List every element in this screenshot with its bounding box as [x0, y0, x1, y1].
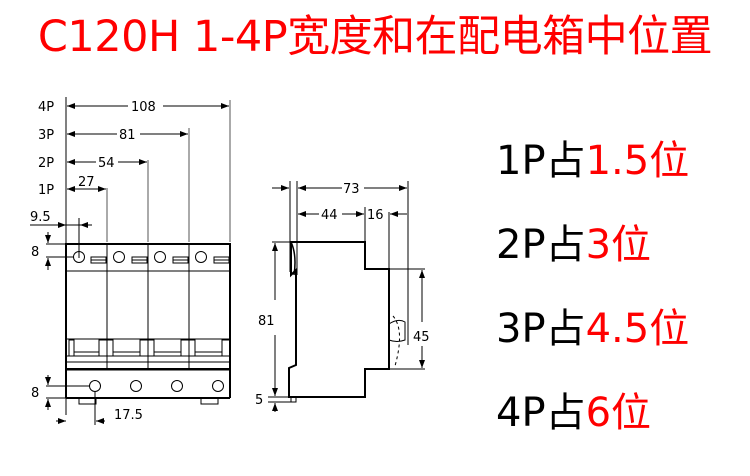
dim-44: 44 [321, 208, 338, 223]
dim-73: 73 [343, 182, 360, 197]
side-view [268, 181, 425, 412]
dim-108: 108 [131, 100, 156, 115]
slot-usage-1p: 1P占1.5位 [496, 140, 689, 224]
occupies-label: 占 [545, 138, 586, 184]
dim-27: 27 [78, 175, 95, 190]
dim-5: 5 [255, 393, 263, 408]
dim-bottom-8: 8 [31, 386, 39, 401]
front-view-labels: 4P 3P 2P 1P 108 81 54 27 9.5 8 8 17.5 [30, 100, 156, 423]
pole-label: 3P [496, 306, 546, 352]
dimension-drawing: 4P 3P 2P 1P 108 81 54 27 9.5 8 8 17.5 [30, 97, 430, 425]
dim-45: 45 [413, 330, 430, 345]
pole-label: 1P [496, 138, 546, 184]
slot-unit: 位 [611, 222, 652, 268]
occupies-label: 占 [545, 306, 586, 352]
occupies-label: 占 [545, 390, 586, 436]
pole-label: 4P [496, 390, 546, 436]
slot-value: 1.5 [585, 138, 650, 184]
front-view [30, 97, 231, 425]
dim-9-5: 9.5 [30, 210, 51, 225]
dim-81-height: 81 [258, 314, 275, 329]
slot-unit: 位 [611, 390, 652, 436]
side-view-labels: 73 44 16 81 45 5 [255, 182, 430, 408]
slot-usage-2p: 2P占3位 [496, 224, 689, 308]
slot-value: 6 [585, 390, 612, 436]
dim-54: 54 [98, 156, 115, 171]
dim-16: 16 [367, 208, 384, 223]
slot-unit: 位 [649, 138, 690, 184]
occupies-label: 占 [545, 222, 586, 268]
slot-value: 3 [585, 222, 612, 268]
slot-unit: 位 [649, 306, 690, 352]
dim-top-8: 8 [31, 245, 39, 260]
label-3p: 3P [38, 128, 54, 143]
slot-value: 4.5 [585, 306, 650, 352]
slot-usage-list: 1P占1.5位 2P占3位 3P占4.5位 4P占6位 [496, 140, 689, 476]
label-2p: 2P [38, 156, 54, 171]
page-title: C120H 1-4P宽度和在配电箱中位置 [37, 12, 713, 62]
label-1p: 1P [38, 183, 54, 198]
slot-usage-4p: 4P占6位 [496, 392, 689, 476]
label-4p: 4P [38, 100, 54, 115]
dim-81: 81 [119, 128, 136, 143]
pole-label: 2P [496, 222, 546, 268]
slot-usage-3p: 3P占4.5位 [496, 308, 689, 392]
dim-17-5: 17.5 [114, 408, 143, 423]
